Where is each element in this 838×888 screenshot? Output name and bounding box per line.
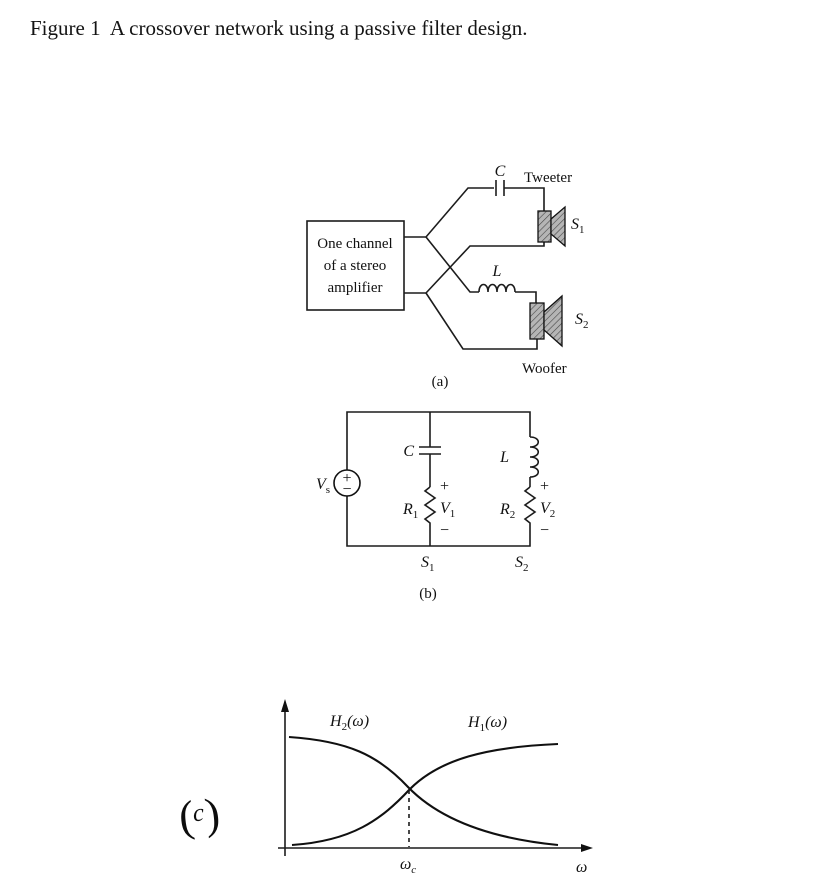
v2-minus-sign: − <box>540 522 549 539</box>
tweeter-speaker-icon <box>537 205 566 248</box>
v2-label: V2 <box>540 500 555 520</box>
omega-c-tick-label: ωc <box>400 856 416 876</box>
wires-b <box>346 411 540 547</box>
amplifier-label-line3: amplifier <box>328 280 383 296</box>
inductor-symbol-b <box>529 436 540 478</box>
h1-label: H1(ω) <box>467 714 507 734</box>
x-axis-arrowhead <box>581 844 593 852</box>
node-s1-label: S1 <box>421 554 435 574</box>
part-b-circuit: + − Vs C L R1 + V1 − R2 + V2 − S1 S2 (b) <box>316 411 555 602</box>
resistor-r1-symbol <box>423 486 437 527</box>
capacitor-label-a: C <box>495 163 506 180</box>
v1-minus-sign: − <box>440 522 449 539</box>
omega-axis-label: ω <box>576 859 587 876</box>
part-b-caption: (b) <box>419 586 437 602</box>
handwritten-letter-c: c <box>191 799 205 827</box>
node-s2-label: S2 <box>515 554 529 574</box>
v1-label: V1 <box>440 500 455 520</box>
part-c-graph: H2(ω) H1(ω) ωc ω ( c ) <box>177 699 593 876</box>
handwritten-close-paren: ) <box>202 789 222 839</box>
amplifier-label-line1: One channel <box>317 236 392 252</box>
figure-title: Figure 1 A crossover network using a pas… <box>30 16 528 40</box>
part-a-caption: (a) <box>432 374 449 390</box>
tweeter-label: Tweeter <box>524 170 572 186</box>
h1-curve <box>291 742 559 847</box>
woofer-speaker-icon <box>529 294 563 348</box>
inductor-label-b: L <box>499 449 509 466</box>
vs-label: Vs <box>316 476 330 496</box>
wires-a <box>404 180 545 350</box>
v2-plus-sign: + <box>540 478 549 495</box>
source-plus-sign: + <box>342 470 351 487</box>
r1-label: R1 <box>402 501 418 521</box>
inductor-symbol-a <box>478 283 516 293</box>
voltage-source: + − <box>333 469 361 498</box>
resistor-r2-symbol <box>523 486 537 527</box>
axes <box>278 699 593 856</box>
inductor-label-a: L <box>492 263 502 280</box>
r2-label: R2 <box>499 501 515 521</box>
speaker-s1-label: S1 <box>571 216 585 236</box>
capacitor-symbol-b <box>419 446 441 455</box>
part-a-diagram: One channel of a stereo amplifier <box>306 163 589 390</box>
capacitor-label-b: C <box>403 443 414 460</box>
h2-label: H2(ω) <box>329 713 369 733</box>
handwritten-open-paren: ( <box>177 791 197 841</box>
y-axis-arrowhead <box>281 699 289 712</box>
h2-curve <box>288 735 559 847</box>
amplifier-box <box>306 220 405 311</box>
capacitor-symbol-a <box>495 180 505 196</box>
v1-plus-sign: + <box>440 478 449 495</box>
speaker-s2-label: S2 <box>575 311 589 331</box>
woofer-label: Woofer <box>522 361 567 377</box>
source-minus-sign: − <box>342 481 351 498</box>
amplifier-label-line2: of a stereo <box>324 258 386 274</box>
handwritten-part-c-caption: ( c ) <box>177 789 223 842</box>
